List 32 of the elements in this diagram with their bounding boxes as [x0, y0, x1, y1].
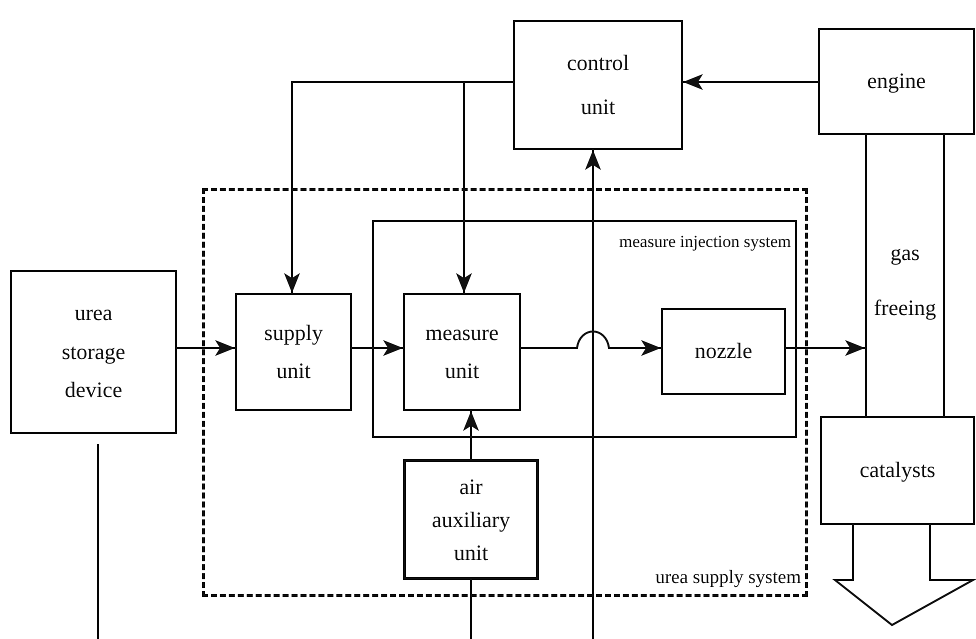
process-box	[513, 20, 683, 150]
node-label: nozzle	[694, 338, 752, 365]
arrow	[456, 81, 513, 293]
node-label: catalysts	[860, 457, 936, 484]
process-box	[10, 270, 177, 434]
node-label: engine	[867, 68, 926, 95]
process-box	[818, 28, 975, 135]
process-box	[235, 293, 352, 411]
connector-line	[97, 444, 99, 639]
process-box	[403, 293, 521, 411]
node-label: urea supply system	[655, 567, 801, 590]
connector-line	[470, 580, 472, 639]
system-boundary	[202, 188, 808, 597]
node-label: measure injection system	[619, 232, 791, 252]
arrow	[352, 340, 403, 356]
node-label: supply unit	[263, 318, 324, 385]
node-label: control unit	[566, 49, 630, 121]
process-box	[403, 459, 539, 580]
gas-pipe	[865, 135, 945, 416]
arrow	[521, 330, 661, 356]
node-label: measure unit	[424, 318, 500, 385]
arrow	[683, 74, 818, 90]
process-box	[372, 220, 797, 438]
arrow	[463, 411, 479, 459]
process-box	[661, 308, 786, 395]
node-label: gas freeing	[872, 239, 938, 322]
node-label: urea storage device	[60, 299, 126, 404]
arrow	[177, 340, 235, 356]
arrow	[585, 150, 601, 639]
arrow	[786, 340, 865, 356]
process-box	[820, 416, 975, 525]
node-label: air auxiliary unit	[430, 473, 512, 567]
